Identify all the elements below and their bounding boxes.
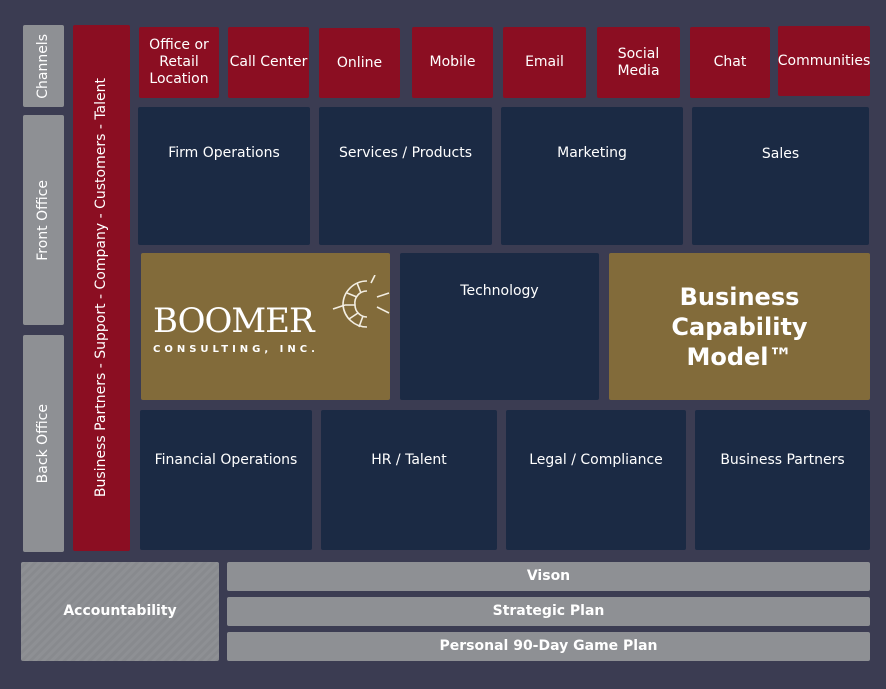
logo-wordmark: BOOMER (153, 301, 315, 341)
channels-text: Channels (35, 33, 51, 99)
back-business-partners: Business Partners (695, 410, 870, 550)
boomer-logo: BOOMER CONSULTING, INC. (141, 253, 390, 400)
back-financial-operations: Financial Operations (140, 410, 312, 550)
front-marketing: Marketing (501, 107, 683, 245)
strategic-plan-bar: Strategic Plan (227, 597, 870, 626)
accountability: Accountability (21, 562, 219, 661)
front-office-text: Front Office (35, 179, 51, 261)
game-plan-bar: Personal 90-Day Game Plan (227, 632, 870, 661)
channel-email: Email (503, 27, 586, 98)
back-legal-compliance: Legal / Compliance (506, 410, 686, 550)
channel-online: Online (319, 28, 400, 98)
model-title: Business Capability Model™ (609, 253, 870, 400)
back-office-text: Back Office (35, 403, 51, 484)
front-firm-operations: Firm Operations (138, 107, 310, 245)
back-office-label: Back Office (23, 335, 64, 552)
channel-social-media: Social Media (597, 27, 680, 98)
stakeholder-text: Business Partners - Support - Company - … (93, 78, 109, 498)
stakeholder-band: Business Partners - Support - Company - … (73, 25, 130, 551)
front-services-products: Services / Products (319, 107, 492, 245)
channels-label: Channels (23, 25, 64, 107)
channel-communities: Communities (778, 26, 870, 96)
compass-logo-icon (332, 275, 390, 328)
front-office-label: Front Office (23, 115, 64, 325)
channel-office: Office or Retail Location (139, 27, 219, 98)
channel-chat: Chat (690, 27, 770, 98)
channel-call-center: Call Center (228, 27, 309, 98)
logo-subtitle: CONSULTING, INC. (153, 344, 319, 355)
back-hr-talent: HR / Talent (321, 410, 497, 550)
vision-bar: Vison (227, 562, 870, 591)
front-sales: Sales (692, 107, 869, 245)
channel-mobile: Mobile (412, 27, 493, 98)
technology: Technology (400, 253, 599, 400)
